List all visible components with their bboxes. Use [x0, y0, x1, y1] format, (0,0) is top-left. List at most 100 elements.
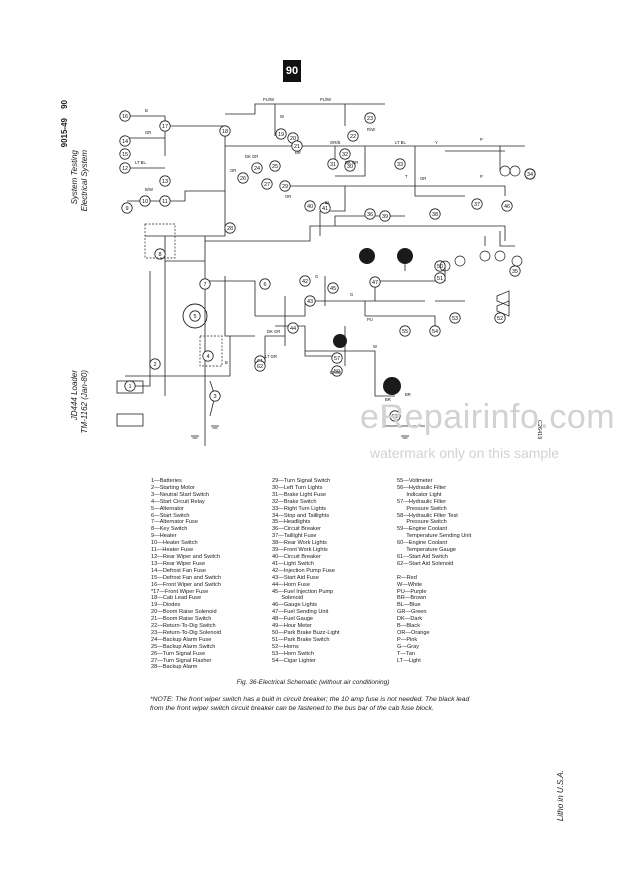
wire-color-label: PU/W — [263, 97, 274, 102]
legend-entry: 45—Fuel Injection Pump — [272, 588, 334, 595]
gauge-symbol — [359, 248, 375, 264]
legend-entry: 11—Heater Fuse — [151, 547, 194, 554]
component-44-label: 44 — [290, 326, 296, 332]
legend-entry: 36—Circuit Breaker — [272, 526, 321, 533]
component-39-label: 39 — [382, 214, 388, 220]
component-59-marker — [331, 365, 343, 377]
legend-entry: GR—Green — [397, 609, 427, 616]
wire — [305, 350, 395, 397]
legend-entry: Temperature Sending Unit — [397, 533, 472, 540]
component-3-label: 3 — [213, 394, 216, 400]
header-title-1: System Testing — [70, 150, 79, 205]
wire-color-label: G — [315, 274, 318, 279]
gauge-symbol — [383, 377, 401, 395]
component-11-label: 11 — [162, 199, 168, 205]
wire — [414, 146, 465, 197]
component-36-marker — [364, 208, 376, 220]
wire-color-label: BR — [385, 397, 391, 402]
component-3-marker — [209, 390, 221, 402]
component-5-marker — [189, 310, 201, 322]
wire — [205, 280, 256, 316]
legend-entry: W—White — [397, 581, 423, 588]
legend-entry: 21—Boom Raise Switch — [151, 616, 212, 623]
wire-color-label: T — [405, 174, 408, 179]
legend-entry: 8—Key Switch — [151, 526, 188, 533]
component-12-label: 12 — [122, 166, 128, 172]
wire-color-label: LT BL — [395, 140, 406, 145]
component-41-label: 41 — [322, 206, 328, 212]
section-tab: 90 — [283, 60, 301, 82]
component-55-label: 55 — [402, 329, 408, 335]
wire — [225, 145, 336, 166]
legend-entry: 57—Hydraulic Filter — [397, 498, 447, 505]
component-29-marker — [279, 180, 291, 192]
wire — [275, 325, 335, 357]
legend-entry: 49—Hour Meter — [272, 623, 312, 630]
legend-entry: 15—Defrost Fan and Switch — [151, 574, 221, 581]
component-53-marker — [449, 312, 461, 324]
wire — [205, 225, 506, 242]
wire-color-label: BR/W — [330, 370, 341, 375]
lamp-symbol — [524, 168, 536, 180]
component-21-label: 21 — [294, 144, 300, 150]
wire-color-label: G — [350, 292, 353, 297]
legend-entry: 42—Injection Pump Fuse — [272, 567, 335, 574]
component-28-label: 28 — [227, 226, 233, 232]
legend-entry: 39—Front Work Lights — [272, 547, 328, 554]
wire — [255, 300, 425, 317]
component-26-label: 26 — [240, 176, 246, 182]
component-54-marker — [429, 325, 441, 337]
component-42-marker — [299, 275, 311, 287]
component-27-label: 27 — [264, 182, 270, 188]
lamp-symbol — [511, 255, 523, 267]
legend-entry: 3—Neutral Start Switch — [151, 491, 210, 498]
component-12-marker — [119, 162, 131, 174]
legend-entry: 44—Horn Fuse — [272, 581, 310, 588]
component-32-label: 32 — [342, 152, 348, 158]
component-22-marker — [347, 130, 359, 142]
component-58-marker — [389, 410, 401, 422]
header-title-2: Electrical System — [80, 150, 89, 212]
component-8-label: 8 — [158, 252, 161, 258]
legend-entry: 50—Park Brake Buzz-Light — [272, 629, 340, 636]
component-38-label: 38 — [432, 212, 438, 218]
legend-entry: 40—Circuit Breaker — [272, 553, 321, 560]
legend-entry: 6—Start Switch — [151, 512, 190, 519]
wire — [264, 335, 285, 361]
component-53-label: 53 — [452, 316, 458, 322]
legend-entry: 2—Starting Motor — [151, 484, 195, 491]
wire-color-label: BL — [325, 200, 331, 205]
wire-color-label: DK GR — [267, 329, 280, 334]
legend-entry: 24—Backup Alarm Fuse — [151, 636, 212, 643]
legend-entry: 25—Backup Alarm Switch — [151, 643, 216, 650]
wire — [127, 190, 225, 202]
legend-entry: 12—Rear Wiper and Switch — [151, 553, 221, 560]
legend-entry: Solenoid — [272, 595, 304, 602]
wire — [195, 126, 226, 237]
relay-box — [199, 335, 223, 367]
legend-entry: 55—Voltmeter — [397, 478, 433, 484]
legend-entry: PU—Purple — [397, 588, 427, 595]
component-33-label: 33 — [397, 162, 403, 168]
component-59-label: 59 — [334, 369, 340, 375]
component-25-marker — [269, 160, 281, 172]
component-16-label: 16 — [122, 114, 128, 120]
legend-entry: 34—Stop and Taillights — [272, 512, 330, 519]
legend-entry: R—Red — [397, 574, 417, 581]
legend-entry: 41—Light Switch — [272, 560, 314, 567]
legend-entry: 48—Fuel Gauge — [272, 616, 314, 623]
wire-color-label: W — [373, 344, 377, 349]
component-15-label: 15 — [122, 152, 128, 158]
component-33-marker — [394, 158, 406, 170]
wire-color-label: LT BL — [135, 160, 146, 165]
component-27-marker — [261, 178, 273, 190]
legend-entry: 56—Hydraulic Filter — [397, 484, 447, 491]
legend-entry: *17—Front Wiper Fuse — [151, 588, 209, 595]
component-6-marker — [259, 278, 271, 290]
wire-color-label: P — [480, 137, 483, 142]
component-44-marker — [287, 322, 299, 334]
legend-entry: 60—Engine Coolant — [397, 540, 448, 547]
gauge-symbol — [333, 334, 347, 348]
